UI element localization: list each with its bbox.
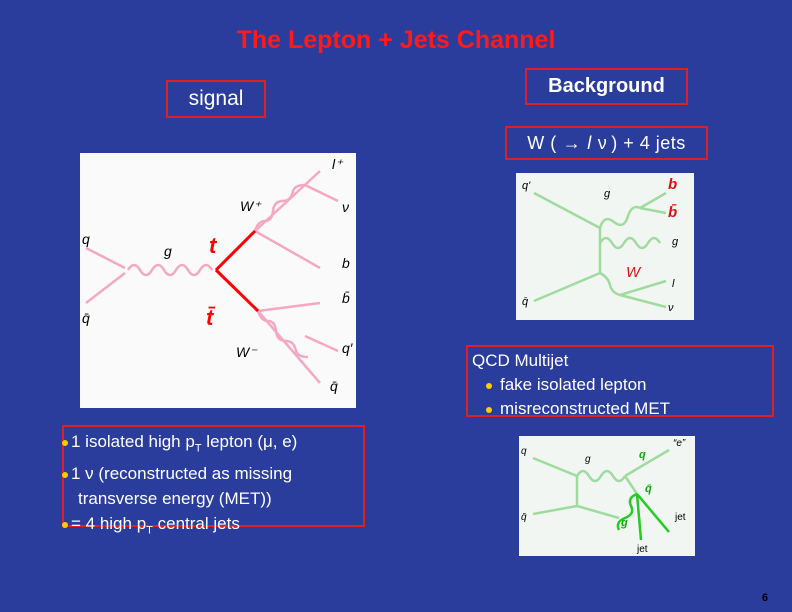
sig-qprime-label: q′ — [342, 340, 354, 356]
wj-g1-label: g — [604, 188, 611, 200]
page-title: The Lepton + Jets Channel — [236, 26, 556, 54]
bullet-icon — [62, 439, 68, 446]
qcd-jet2-label: jet — [636, 544, 648, 555]
signal-description-box: 1 isolated high pT lepton (μ, e) 1 ν (re… — [62, 425, 365, 537]
wj-g2-label: g — [672, 236, 679, 248]
qcd-jet1-label: jet — [674, 512, 686, 523]
signal-item-jets: = 4 high pT central jets — [62, 511, 359, 543]
signal-item-jets-sub: T — [146, 524, 153, 537]
sig-g-label: g — [164, 243, 172, 259]
background-label: Background — [548, 75, 665, 97]
signal-item-lepton-sub: T — [194, 442, 202, 455]
signal-item-lepton: 1 isolated high pT lepton (μ, e) — [62, 429, 359, 461]
wj-qprime-label: q' — [522, 180, 531, 192]
signal-item-neutrino: 1 ν (reconstructed as missing — [62, 461, 359, 486]
signal-label-box: signal — [166, 80, 266, 118]
w-jets-nu: ν — [597, 132, 608, 153]
qcd-g1-label: g — [585, 454, 591, 465]
background-label-box: Background — [525, 68, 688, 105]
w-jets-label-box: W ( → l ν ) + 4 jets — [505, 126, 708, 160]
wj-b-label: b — [668, 176, 677, 193]
sig-wplus-label: W⁺ — [240, 198, 262, 214]
bullet-icon — [62, 521, 68, 528]
bullet-icon — [486, 382, 492, 389]
sig-wminus-label: W⁻ — [236, 344, 258, 360]
signal-item-neutrino-line1: 1 ν (reconstructed as missing — [71, 464, 293, 484]
w-jets-prefix: W ( — [527, 132, 557, 153]
sig-qbar-label: q̄ — [82, 310, 90, 326]
wj-l-label: l — [672, 278, 675, 290]
qcd-item-fake-lepton: fake isolated lepton — [472, 373, 768, 397]
signal-item-jets-post: central jets — [152, 514, 240, 534]
qcd-q2-label: q — [639, 449, 646, 461]
wj-qbar-label: q̄ — [522, 296, 529, 308]
sig-bbar-label: b̄ — [342, 290, 350, 306]
qcd-multijet-box: QCD Multijet fake isolated lepton misrec… — [466, 345, 774, 418]
wj-bbar-label: b̄ — [668, 203, 677, 221]
qcd-item-label: misreconstructed MET — [500, 399, 671, 418]
w-jets-l: l — [587, 132, 592, 153]
sig-lplus-label: l⁺ — [332, 156, 344, 172]
bullet-icon — [486, 406, 492, 413]
sig-nu-label: ν — [342, 199, 349, 215]
sig-b-label: b — [342, 255, 350, 271]
qcd-e-label: “e” — [673, 438, 686, 449]
qcd-item-label: fake isolated lepton — [500, 375, 647, 394]
signal-feynman-diagram: q q̄ g W⁺ W⁻ l⁺ ν b b̄ q′ q̄ t t̄ — [80, 153, 356, 408]
signal-item-lepton-post: lepton (μ, e) — [201, 432, 298, 451]
wjets-feynman-diagram: q' q̄ g g l ν b b̄ W — [516, 173, 694, 320]
qcd-q-label: q — [521, 446, 527, 457]
sig-qbar2-label: q̄ — [330, 378, 338, 394]
qcd-heading: QCD Multijet — [472, 351, 569, 370]
w-jets-suffix: ) + 4 jets — [611, 132, 686, 153]
arrow-icon: → — [562, 132, 582, 153]
wj-nu-label: ν — [668, 302, 674, 314]
sig-q-label: q — [82, 231, 90, 247]
sig-t-label: t — [209, 233, 218, 258]
qcd-feynman-diagram: q q̄ g “e” jet jet q q̄ g — [519, 436, 695, 556]
qcd-item-met: misreconstructed MET — [472, 397, 768, 421]
bullet-icon — [62, 471, 68, 478]
signal-item-jets-pre: = 4 high p — [71, 514, 147, 534]
qcd-qbar-label: q̄ — [521, 512, 527, 523]
page-number: 6 — [761, 592, 768, 604]
signal-label: signal — [188, 87, 244, 110]
signal-item-lepton-pre: 1 isolated high p — [71, 432, 195, 451]
sig-tbar-label: t̄ — [206, 305, 216, 330]
qcd-g2-label: g — [620, 517, 628, 529]
qcd-qbar2-label: q̄ — [645, 483, 652, 495]
wj-w-label: W — [626, 264, 642, 281]
signal-item-neutrino-line2: transverse energy (MET)) — [78, 489, 272, 509]
